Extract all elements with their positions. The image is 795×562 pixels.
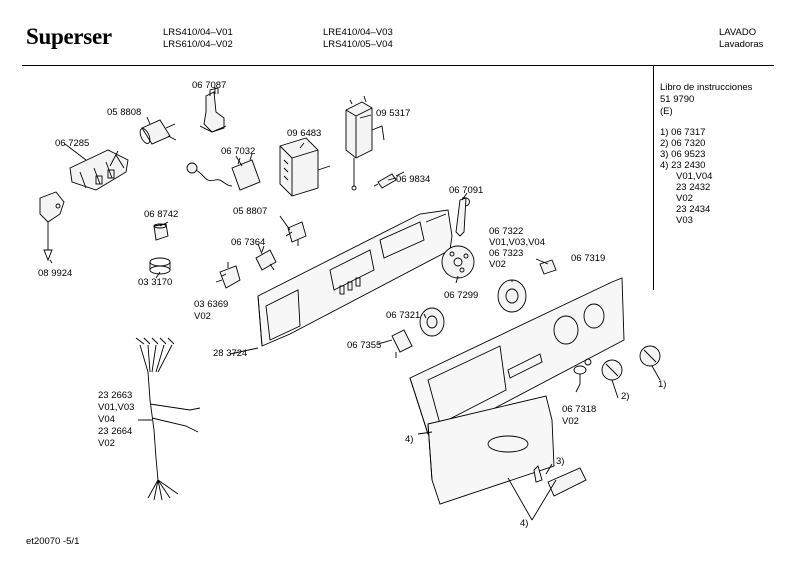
part-sensor-drawing — [186, 153, 261, 191]
part-ring-drawing — [149, 257, 171, 275]
footer-code: et20070 -5/1 — [26, 536, 80, 547]
part-valve-drawing — [345, 95, 385, 191]
part-label: 05 8807 — [233, 206, 268, 217]
part-capacitor-drawing — [139, 119, 177, 145]
part-label: V02 — [489, 259, 506, 270]
part-label: 06 7321 — [386, 310, 421, 321]
note-line: 2) 06 7320 — [660, 138, 706, 149]
sidebar-divider — [653, 65, 654, 290]
part-label: 06 7323 — [489, 248, 524, 259]
part-knobs-drawing — [601, 345, 661, 381]
part-label: 06 7322 — [489, 226, 524, 237]
part-plug-drawing — [39, 191, 65, 262]
part-label: V01,V03,V04 — [489, 237, 545, 248]
part-resistor-drawing — [373, 171, 405, 189]
model-code: LRS410/04–V01 — [163, 27, 233, 38]
part-detergent-drawer-drawing — [427, 395, 555, 505]
part-label: 08 9924 — [38, 268, 73, 279]
part-label: 4) — [405, 434, 414, 445]
part-control-board-drawing — [257, 209, 453, 347]
part-label: 06 7087 — [192, 80, 227, 91]
part-cam-drawing — [441, 245, 475, 279]
note-line: 4) 23 2430 — [660, 160, 706, 171]
part-connector-drawing — [285, 221, 307, 246]
part-front-panel-drawing — [409, 277, 625, 439]
part-label: V02 — [562, 416, 579, 427]
part-label: 2) — [621, 391, 630, 402]
part-label: 03 6369 — [194, 299, 229, 310]
part-label: 05 8808 — [107, 107, 142, 118]
part-clip-drawing — [153, 223, 169, 241]
leader-lines — [49, 87, 661, 521]
note-line: V01,V04 — [676, 171, 713, 182]
part-label: 23 2664 — [98, 426, 133, 437]
part-bezel-small-drawing — [419, 307, 445, 337]
part-switch-drawing — [199, 87, 227, 133]
part-knob-switch-drawing — [255, 245, 277, 271]
part-knob-drawing — [573, 365, 587, 384]
model-code: LRS610/04–V02 — [163, 39, 233, 50]
part-label: 06 7318 — [562, 404, 597, 415]
brand-logo: Superser — [26, 24, 112, 49]
note-line: 3) 06 9523 — [660, 149, 706, 160]
part-bracket-drawing — [69, 149, 129, 191]
note-line: 1) 06 7317 — [660, 127, 706, 138]
note-line: 23 2432 — [676, 182, 711, 193]
manual-language: (E) — [660, 106, 673, 117]
part-button-drawing — [539, 259, 557, 275]
part-label: 06 7319 — [571, 253, 606, 264]
part-label: 4) — [520, 518, 529, 529]
header-divider — [22, 65, 774, 66]
model-code: LRS410/05–V04 — [323, 39, 393, 50]
category-subtitle: Lavadoras — [719, 39, 764, 50]
part-wiring-harness-drawing — [135, 337, 201, 501]
part-label: 28 3724 — [213, 348, 248, 359]
part-label: 06 7032 — [221, 146, 256, 157]
part-label: V02 — [194, 311, 211, 322]
note-line: V02 — [676, 193, 693, 204]
part-label: 09 5317 — [376, 108, 411, 119]
part-label: 06 7355 — [347, 340, 382, 351]
part-lamp-drawing — [391, 329, 413, 358]
note-line: V03 — [676, 215, 693, 226]
part-label: 1) — [658, 379, 667, 390]
part-selector-drawing — [215, 262, 241, 289]
part-label: 23 2663 — [98, 390, 133, 401]
part-hook-drawing — [455, 197, 470, 237]
part-label: 09 6483 — [287, 128, 322, 139]
part-bezel-drawing — [497, 279, 527, 313]
part-label: V04 — [98, 414, 115, 425]
part-label: 06 9834 — [396, 174, 431, 185]
manual-number: 51 9790 — [660, 94, 695, 105]
part-label: 06 7091 — [449, 185, 484, 196]
part-label: V02 — [98, 438, 115, 449]
part-timer-drawing — [279, 137, 331, 197]
note-line: 23 2434 — [676, 204, 711, 215]
part-label: 06 7364 — [231, 237, 266, 248]
part-label: V01,V03 — [98, 402, 135, 413]
manual-title: Libro de instrucciones — [660, 82, 753, 93]
part-insert-drawing — [533, 465, 587, 497]
part-label: 03 3170 — [138, 277, 173, 288]
part-label: 06 7299 — [444, 290, 479, 301]
model-code: LRE410/04–V03 — [323, 27, 393, 38]
part-label: 3) — [556, 456, 565, 467]
part-label: 06 7285 — [55, 138, 90, 149]
part-label: 06 8742 — [144, 209, 179, 220]
category-title: LAVADO — [719, 27, 757, 38]
